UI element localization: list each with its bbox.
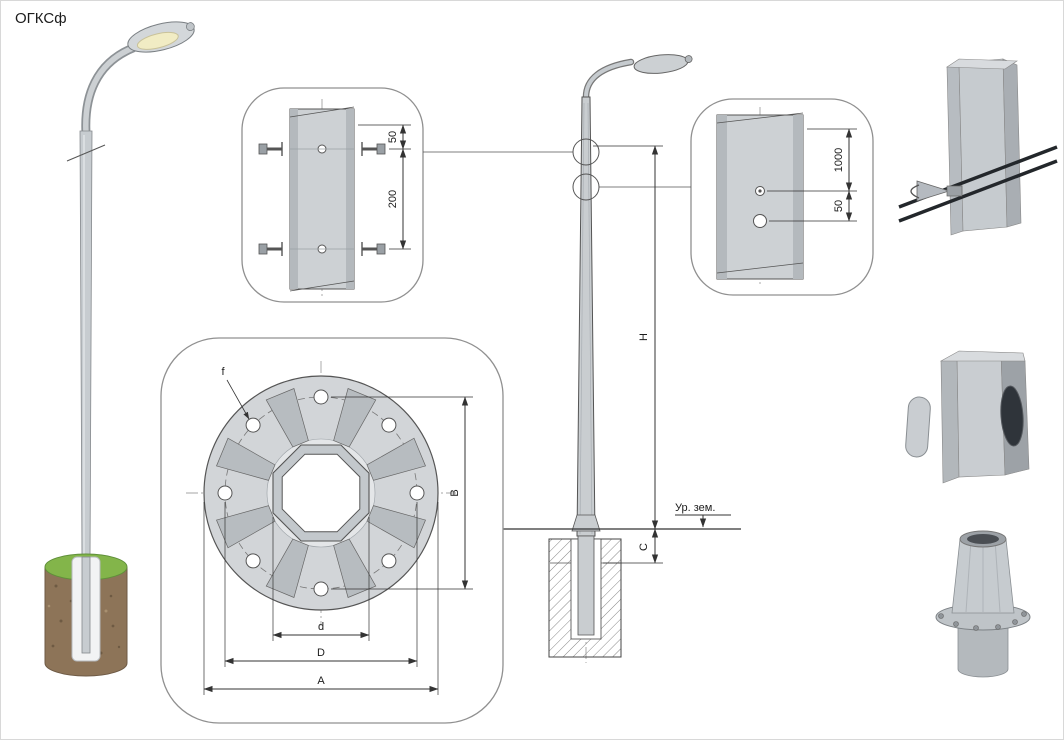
drain-hole: [753, 214, 767, 228]
joint-detail-view: 50 200: [241, 87, 424, 303]
dim-label-f: f: [221, 366, 225, 378]
clamp-assembly-3d: [898, 58, 1058, 236]
pole-3d-view: [44, 21, 195, 677]
embedded-shaft: [577, 535, 595, 636]
base-flange-3d: [935, 530, 1031, 678]
hole-detail-view: 1000 50: [690, 98, 874, 296]
dim-label-1000: 1000: [833, 148, 845, 172]
pole-prism: [958, 58, 1008, 232]
cable-rod: [898, 159, 1058, 223]
tube-opening: [967, 534, 999, 544]
lamp-arm: [584, 60, 633, 99]
anchor-wedge-clamp: [916, 180, 951, 202]
drawing-title: ОГКСф: [15, 10, 67, 27]
break-mark: [66, 144, 106, 162]
break-mark: [716, 112, 804, 124]
hatch-detail-3d: [905, 350, 1030, 484]
dim-label-200: 200: [387, 190, 399, 208]
bolt-holes: [217, 389, 425, 597]
dim-label-50-spacing: 50: [833, 200, 845, 212]
dim-label-B: B: [449, 489, 461, 496]
bolt-row-lower: [258, 242, 386, 256]
flange-detail-view: f B d D A: [160, 337, 504, 724]
bolt-row-upper: [258, 142, 386, 156]
break-mark: [289, 106, 355, 118]
pole-elevation-view: Ур. зем. H C: [423, 54, 741, 663]
foundation-3d: [44, 553, 128, 677]
anchor-bolts: [938, 611, 1027, 631]
break-mark: [289, 280, 355, 292]
luminaire: [633, 54, 693, 74]
dim-label-d: d: [318, 621, 324, 633]
ground-level-label: Ур. зем.: [675, 502, 715, 514]
dim-label-50-offset: 50: [387, 131, 399, 143]
pole-prism: [956, 352, 1006, 478]
lamp-lens: [136, 31, 179, 50]
break-mark: [716, 262, 804, 274]
embedded-skirt: [957, 618, 1009, 678]
foundation-section: [548, 535, 622, 658]
hatch-opening: [1000, 385, 1024, 447]
pole-shaft-3d: [79, 130, 93, 564]
dim-label-D: D: [317, 647, 325, 659]
dim-label-C: C: [638, 543, 650, 551]
pole-shaft: [576, 96, 596, 537]
pole-section: [289, 108, 355, 290]
dim-label-A: A: [317, 675, 325, 687]
base-flare: [571, 514, 601, 532]
dim-label-H: H: [638, 333, 650, 341]
octagon-tube-inner: [281, 453, 361, 533]
cable-loop: [910, 184, 920, 199]
pole-section: [716, 114, 804, 280]
hatch-cover-plate: [905, 396, 931, 458]
luminaire-3d: [127, 21, 195, 53]
